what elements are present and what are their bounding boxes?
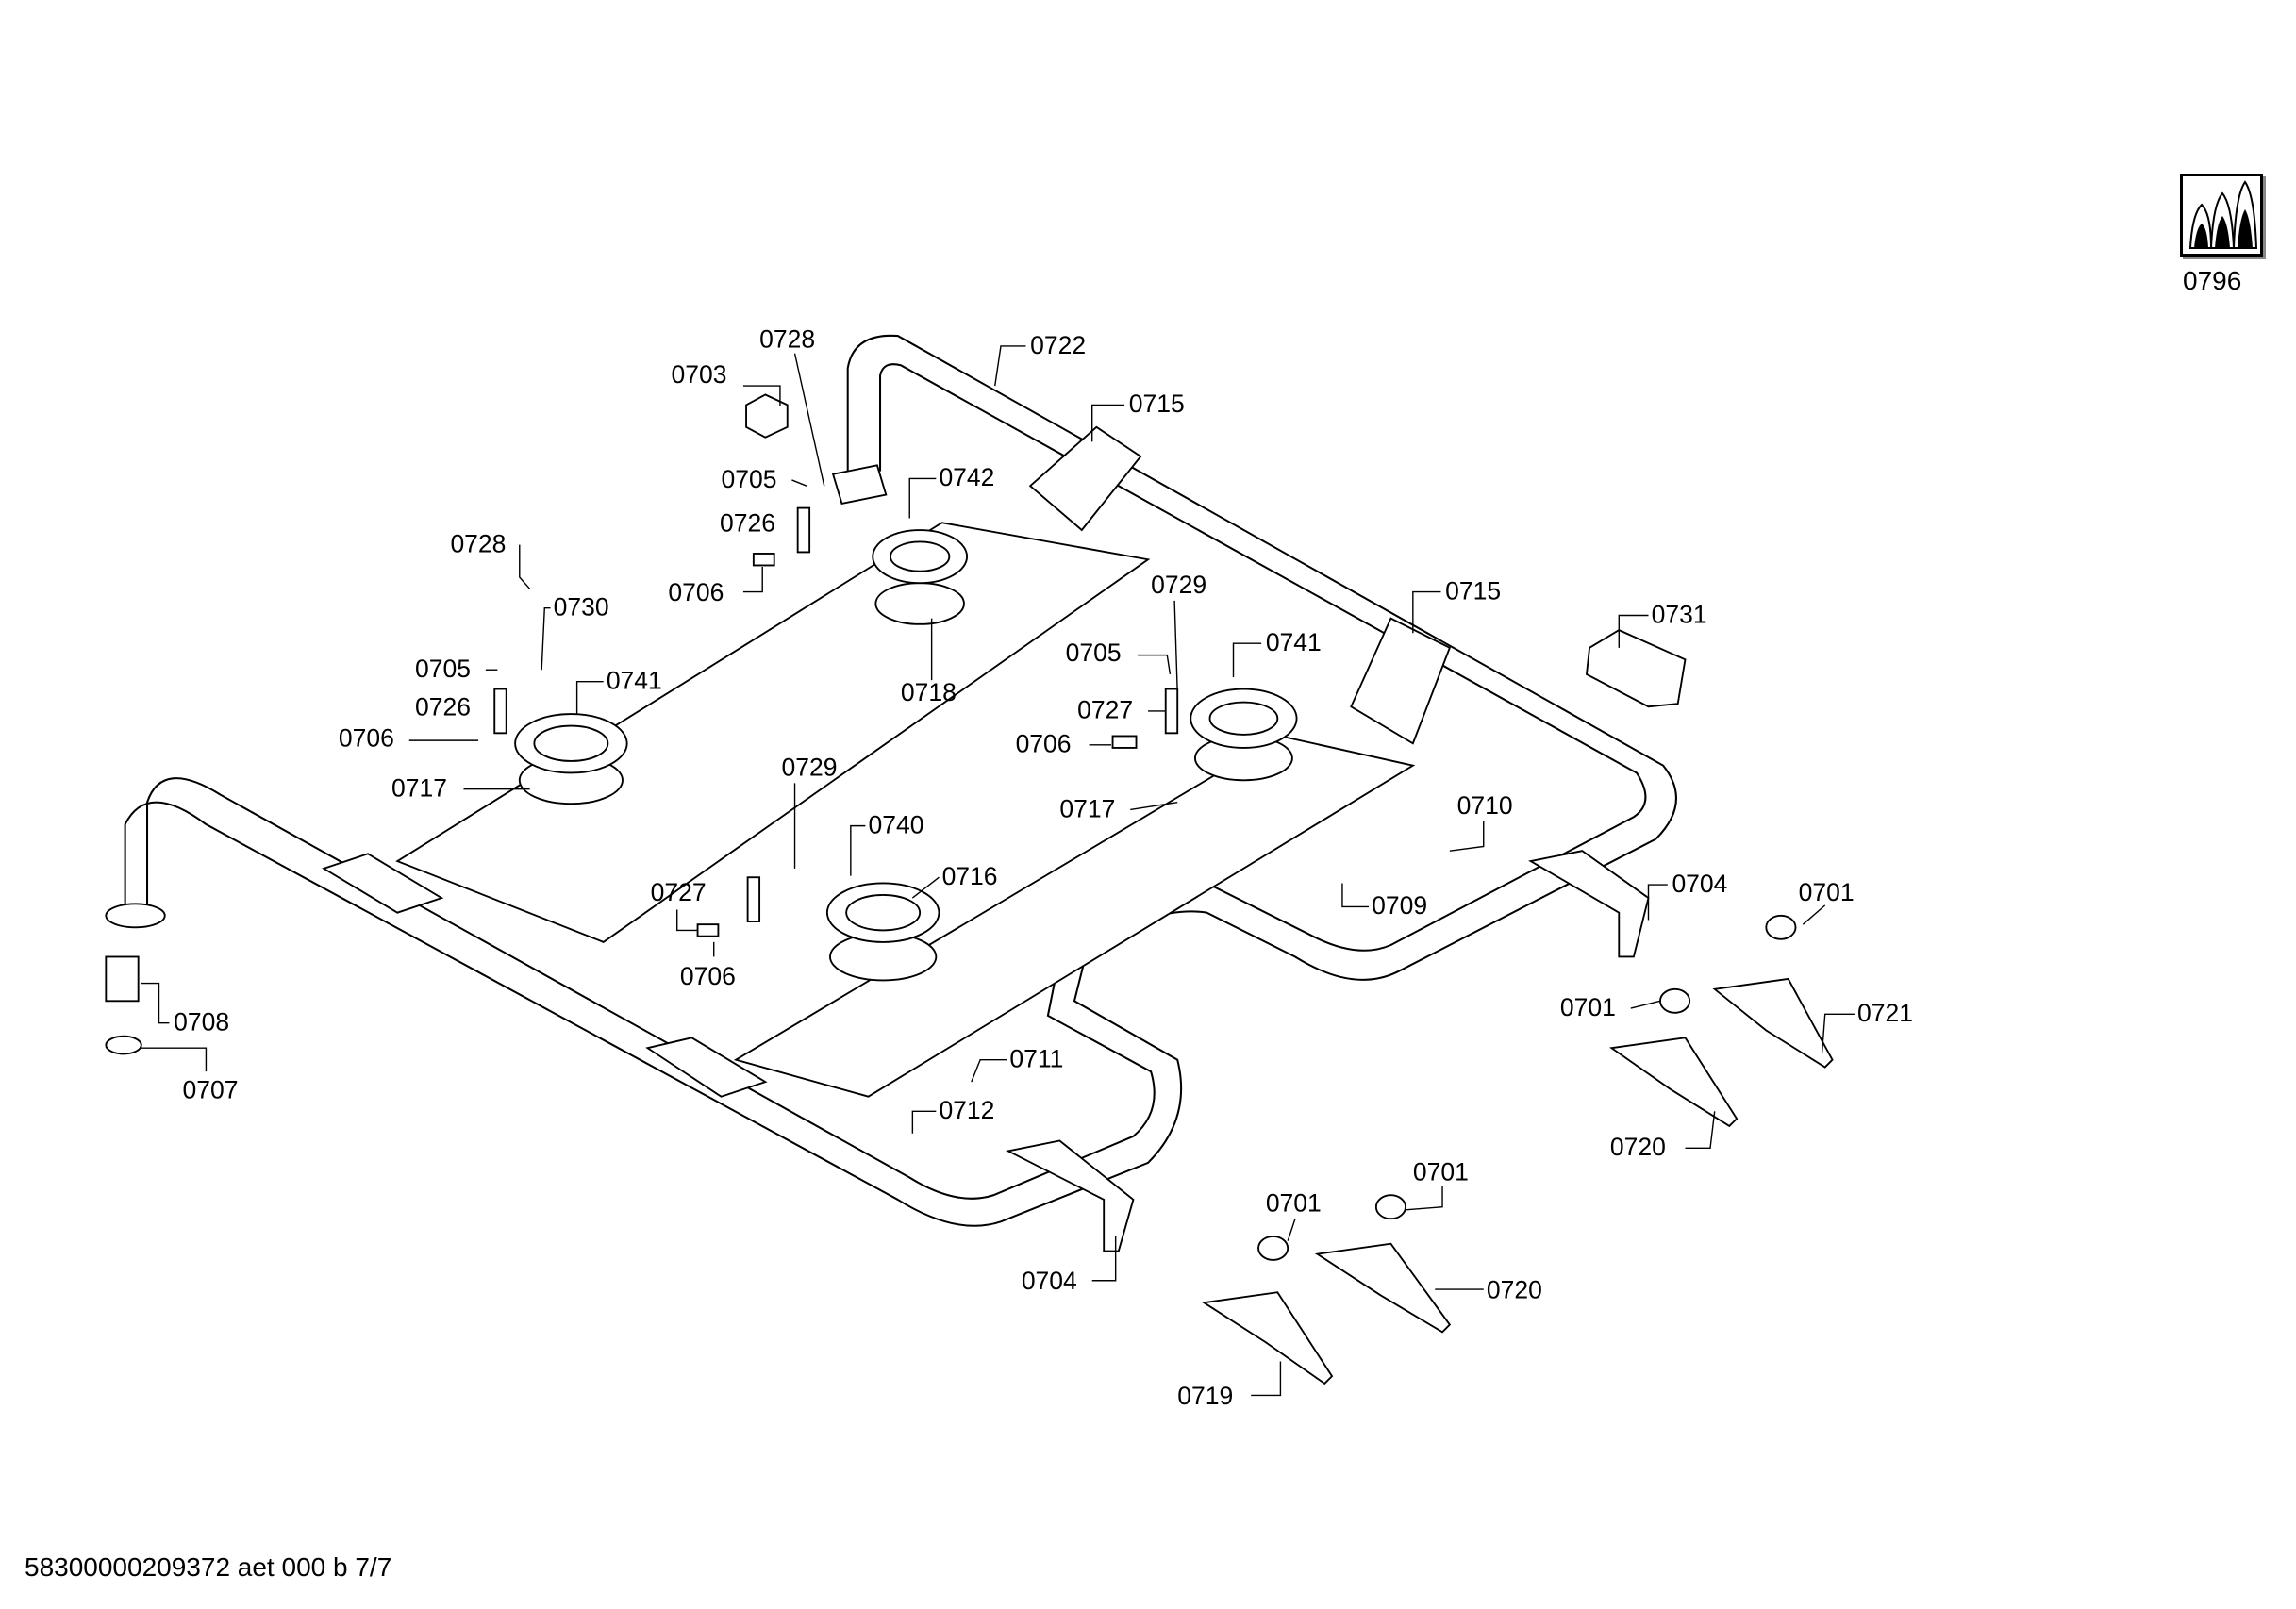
callout-0720[interactable]: 0720 — [1487, 1275, 1542, 1303]
gas-flame-icon — [2180, 174, 2263, 257]
gas-pipe-frame — [105, 334, 1677, 1227]
callout-0717[interactable]: 0717 — [391, 773, 447, 802]
callout-0705[interactable]: 0705 — [722, 465, 777, 493]
burner-0741-left — [514, 713, 628, 805]
callout-0705[interactable]: 0705 — [1066, 639, 1122, 667]
callout-0701[interactable]: 0701 — [1560, 993, 1616, 1021]
callout-0720[interactable]: 0720 — [1610, 1133, 1666, 1161]
callout-0710[interactable]: 0710 — [1457, 791, 1513, 820]
callout-0722[interactable]: 0722 — [1030, 331, 1086, 359]
callout-0706[interactable]: 0706 — [668, 578, 724, 606]
callout-0726[interactable]: 0726 — [720, 509, 775, 538]
callout-0709[interactable]: 0709 — [1372, 891, 1427, 920]
callout-0707[interactable]: 0707 — [182, 1075, 238, 1103]
callout-0708[interactable]: 0708 — [174, 1007, 229, 1036]
callout-0727[interactable]: 0727 — [651, 878, 707, 906]
callout-0715[interactable]: 0715 — [1445, 576, 1501, 605]
callout-0706[interactable]: 0706 — [680, 962, 736, 990]
callout-0716[interactable]: 0716 — [942, 862, 998, 890]
callout-0701[interactable]: 0701 — [1413, 1158, 1469, 1186]
document-id: 58300000209372 aet 000 b 7/7 — [25, 1552, 392, 1582]
callout-0701[interactable]: 0701 — [1266, 1188, 1322, 1217]
burner-0741-right — [1190, 688, 1298, 782]
callout-0704[interactable]: 0704 — [1672, 870, 1727, 898]
callout-0719[interactable]: 0719 — [1177, 1382, 1233, 1410]
callout-0705[interactable]: 0705 — [415, 655, 471, 683]
callout-0729[interactable]: 0729 — [781, 754, 837, 782]
callout-0715[interactable]: 0715 — [1129, 390, 1185, 418]
callout-0726[interactable]: 0726 — [415, 693, 471, 722]
callout-0729[interactable]: 0729 — [1151, 571, 1206, 599]
callout-0727[interactable]: 0727 — [1077, 696, 1133, 724]
callout-0706[interactable]: 0706 — [1016, 730, 1072, 758]
callout-0731[interactable]: 0731 — [1652, 600, 1707, 628]
callout-0703[interactable]: 0703 — [671, 360, 726, 389]
callout-0728[interactable]: 0728 — [759, 325, 815, 354]
small-parts — [105, 393, 1834, 1385]
gas-icon-label: 0796 — [2183, 266, 2242, 295]
burner-0742 — [872, 529, 969, 625]
callout-0741[interactable]: 0741 — [607, 667, 662, 695]
callout-labels: 0728 0722 0703 0715 0705 0742 0726 0728 0706 0730… — [174, 325, 1913, 1410]
callout-0721[interactable]: 0721 — [1857, 999, 1913, 1027]
callout-0711[interactable]: 0711 — [1009, 1045, 1063, 1073]
callout-0740[interactable]: 0740 — [869, 810, 924, 838]
burner-assemblies — [514, 529, 1298, 982]
leader-lines — [141, 345, 1855, 1397]
callout-0712[interactable]: 0712 — [939, 1096, 994, 1124]
callout-0704[interactable]: 0704 — [1022, 1267, 1077, 1295]
callout-0706[interactable]: 0706 — [339, 723, 394, 752]
callout-0728[interactable]: 0728 — [450, 529, 506, 557]
callout-0742[interactable]: 0742 — [939, 463, 994, 491]
callout-0730[interactable]: 0730 — [554, 593, 609, 622]
burner-rails — [322, 425, 1650, 1252]
callout-0718[interactable]: 0718 — [901, 678, 957, 706]
burner-0740 — [825, 882, 940, 982]
callout-0701[interactable]: 0701 — [1799, 878, 1855, 906]
callout-0741[interactable]: 0741 — [1266, 628, 1322, 656]
callout-0717[interactable]: 0717 — [1059, 794, 1115, 822]
